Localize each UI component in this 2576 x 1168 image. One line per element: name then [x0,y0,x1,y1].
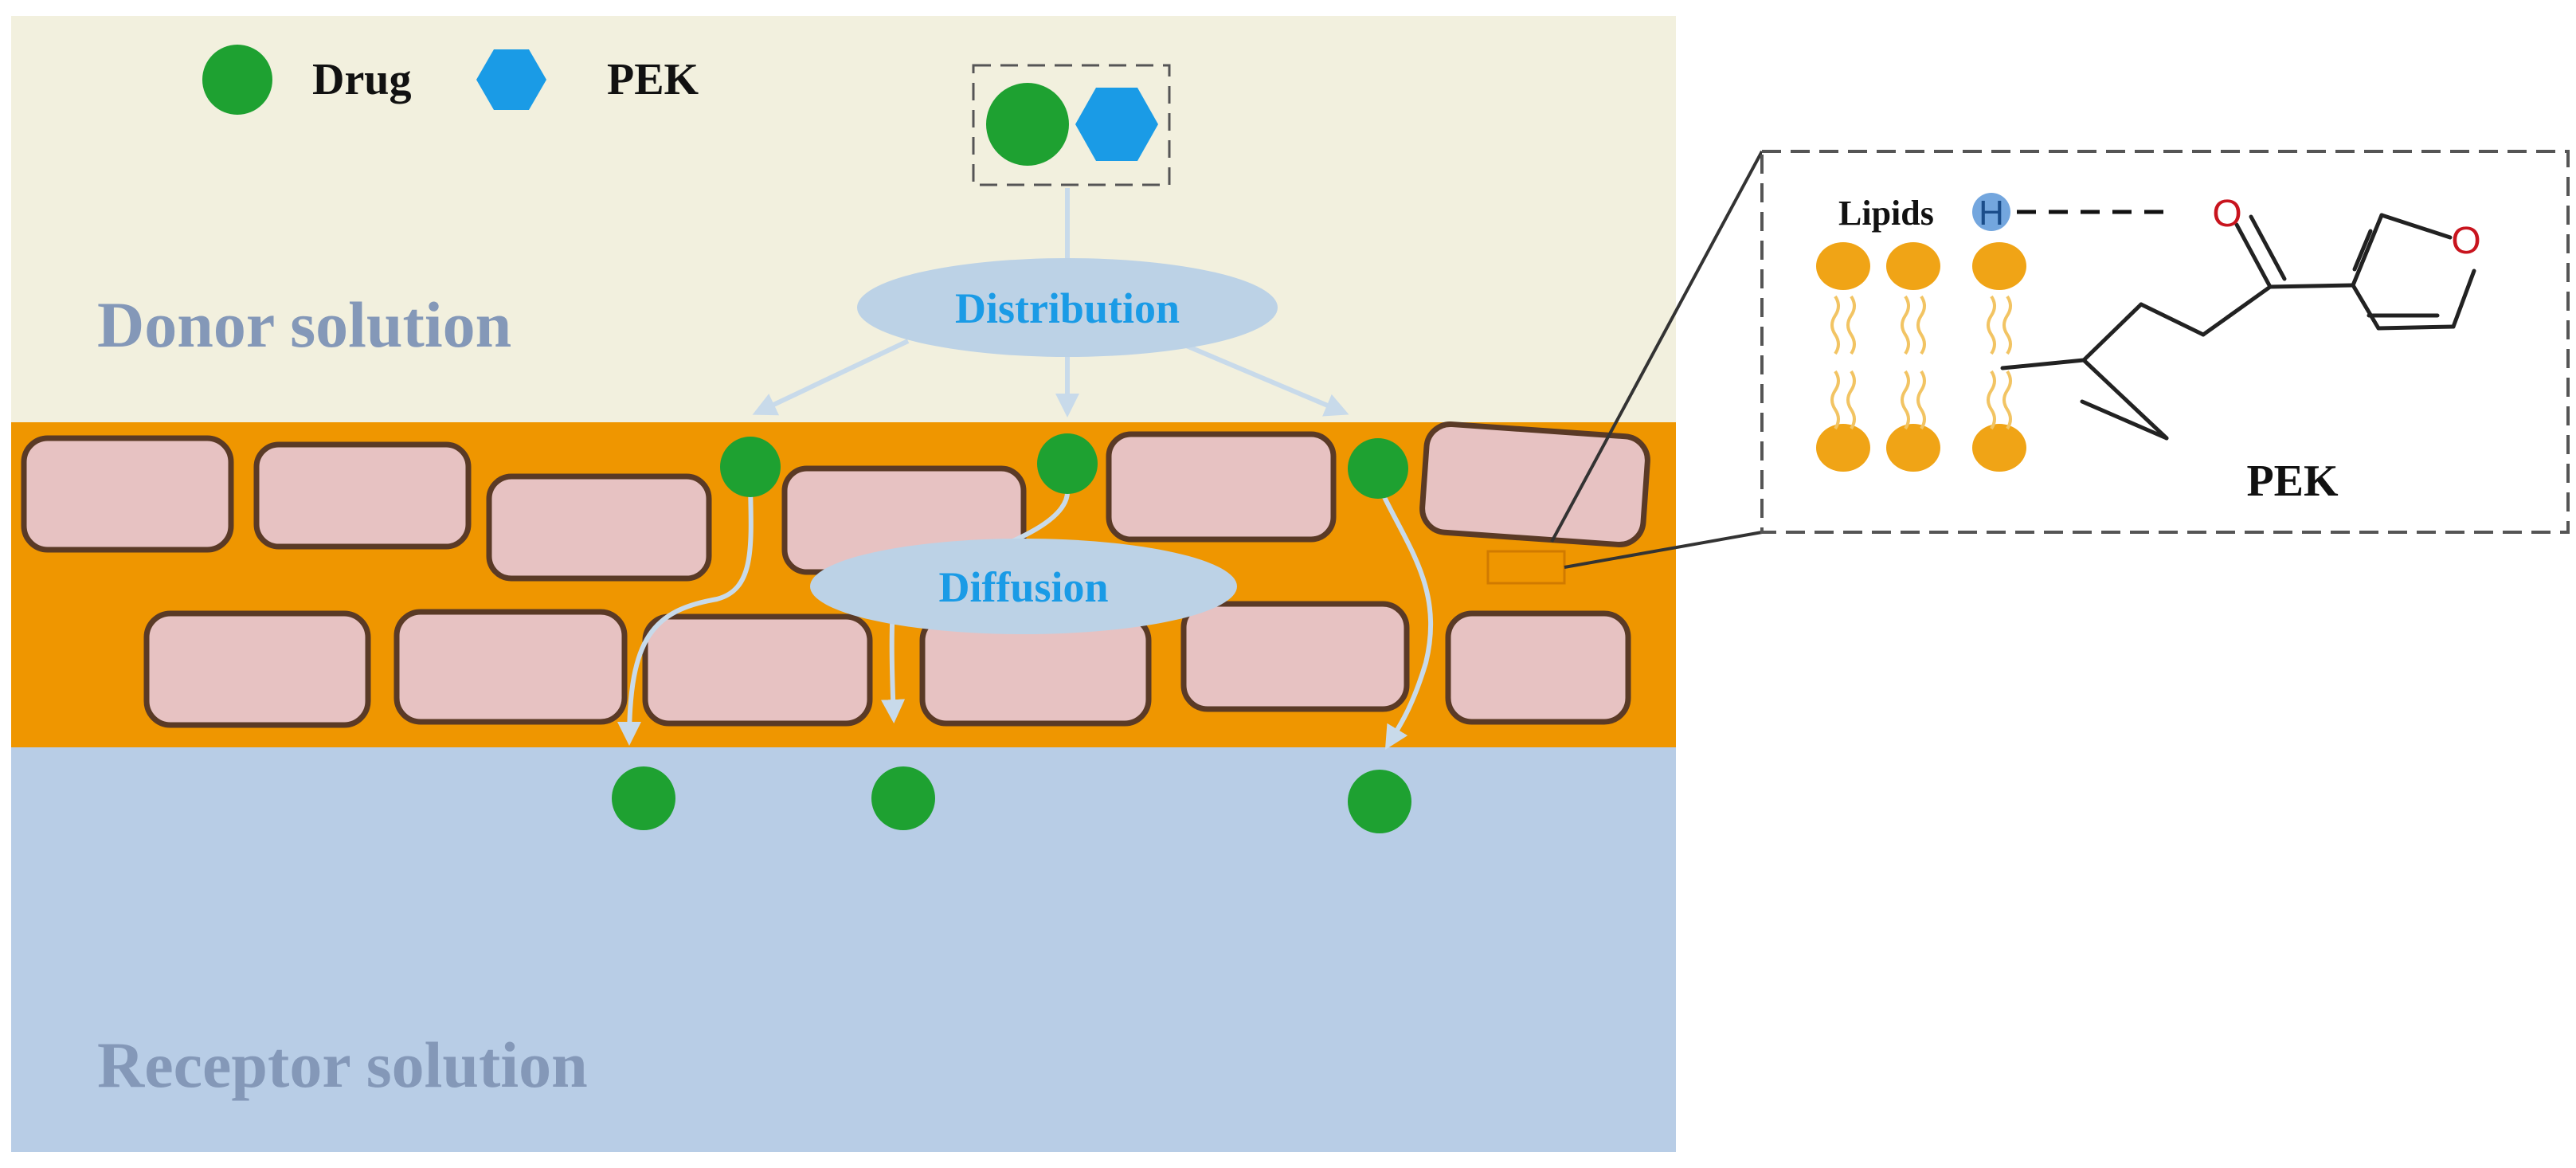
lipid-head [1816,424,1870,472]
lipid-tail [1987,370,1996,430]
lipid-tail [1916,295,1926,355]
drug-molecule [612,766,675,830]
lipid-head [1886,424,1940,472]
lipid-tail [1901,295,1910,355]
legend-drug-label: Drug [312,55,411,104]
legend-drug-icon [202,45,272,115]
pek-structure-label: PEK [2246,457,2339,506]
lipid-bilayer [1816,242,2026,472]
corneocyte [1180,601,1410,712]
donor-solution-region [11,16,1676,430]
corneocytes-top-row [21,421,1650,582]
hydrogen-label: H [1979,194,2004,233]
corneocyte [1445,610,1631,725]
lipid-tail [2002,370,2012,430]
lipid-tail [2002,295,2012,355]
donor-solution-label: Donor solution [97,288,511,361]
zoom-connector-lines [1550,151,1764,569]
lipids-label: Lipids [1838,194,1934,233]
legend-pek-label: PEK [607,55,699,104]
corneocyte [393,609,628,725]
lipid-head [1972,424,2026,472]
lipid-head [1972,242,2026,290]
complex-box [972,64,1171,186]
lipid-tail [1846,370,1856,430]
drug-molecule [1348,438,1408,499]
complex-pek-icon [1075,88,1158,161]
diffusion-label: Diffusion [938,563,1108,611]
lipid-tail [1901,370,1910,430]
corneocyte [143,610,371,728]
lipid-tail [1916,370,1926,430]
diffusion-ellipse [810,539,1237,634]
distribution-arrows [752,188,1349,417]
drug-molecule [720,437,781,497]
corneocyte [1106,431,1337,543]
receptor-solution-label: Receptor solution [97,1029,588,1101]
furan-oxygen-label: O [2451,220,2480,262]
complex-drug-icon [986,83,1069,166]
lipid-head [1816,242,1870,290]
lipid-tail [1846,295,1856,355]
lipid-tail [1987,295,1996,355]
corneocyte [21,435,234,553]
pek-structure [2000,213,2476,441]
lipid-tail [1830,370,1840,430]
corneocytes-bottom-row [143,601,1631,728]
legend-pek-icon [476,49,546,110]
drug-molecule [1037,433,1098,494]
distribution-ellipse [857,258,1278,357]
inset-box [1760,150,2570,534]
distribution-label: Distribution [955,284,1180,332]
corneocyte [1419,421,1650,548]
drug-molecule [1348,770,1411,833]
lipid-head [1886,242,1940,290]
corneocyte [253,441,472,550]
drug-molecule [871,766,935,830]
corneocyte [642,613,873,727]
hydrogen-highlight [1972,193,2010,231]
carbonyl-oxygen-label: O [2212,193,2241,235]
corneocyte [486,473,712,582]
lipid-tail [1830,295,1840,355]
